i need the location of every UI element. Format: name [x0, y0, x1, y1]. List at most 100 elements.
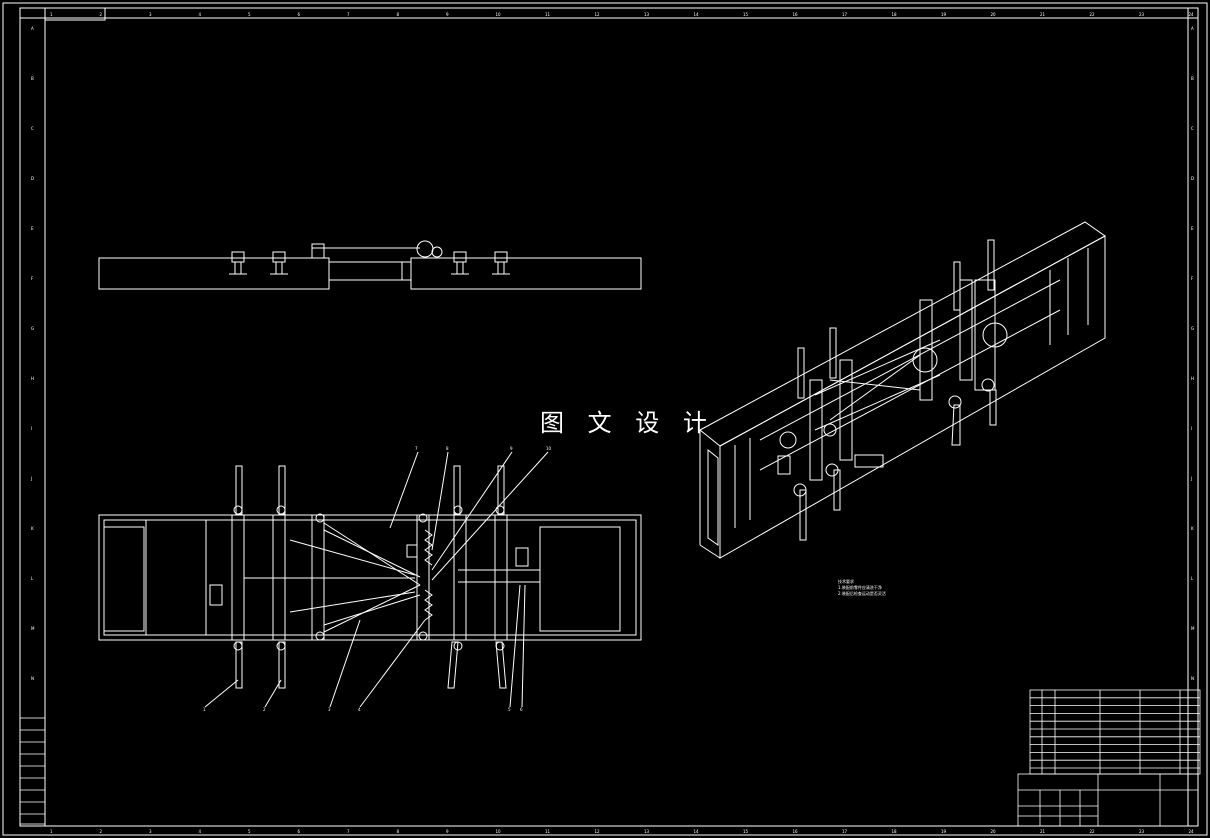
zone-label-left: K	[31, 526, 34, 531]
zone-label-top: 21	[1040, 12, 1046, 17]
zone-label-top: 5	[248, 12, 251, 17]
title-block	[1017, 773, 1199, 827]
zone-label-top: 3	[149, 12, 152, 17]
zone-label-right: I	[1191, 426, 1192, 431]
zone-label-bottom: 7	[347, 829, 350, 834]
part-balloon: 4	[358, 707, 361, 712]
zone-label-left: N	[31, 676, 34, 681]
zone-label-right: M	[1191, 626, 1195, 631]
technical-note-line: 2.装配后检查运动是否灵活	[838, 590, 886, 596]
zone-label-bottom: 18	[892, 829, 898, 834]
zone-label-top: 19	[941, 12, 947, 17]
technical-note-line: 技术要求	[838, 578, 854, 584]
zone-label-left: C	[31, 126, 34, 131]
zone-label-left: G	[31, 326, 34, 331]
zone-label-left: E	[31, 226, 34, 231]
part-balloon: 3	[328, 707, 331, 712]
zone-label-top: 4	[199, 12, 202, 17]
part-balloon: 2	[263, 707, 266, 712]
zone-label-left: M	[31, 626, 35, 631]
zone-label-right: H	[1191, 376, 1194, 381]
zone-label-right: E	[1191, 226, 1194, 231]
zone-label-bottom: 21	[1040, 829, 1046, 834]
zone-labels-top: 1122334455667788991010111112121313141415…	[50, 12, 1194, 834]
zone-label-top: 18	[892, 12, 898, 17]
part-balloon-labels: 1 2 3 4 5 6 7 8 9 10	[203, 446, 552, 712]
zone-label-right: L	[1191, 576, 1194, 581]
zone-label-right: D	[1191, 176, 1194, 181]
part-balloon: 6	[520, 707, 523, 712]
zone-label-top: 10	[496, 12, 502, 17]
zone-label-right: A	[1191, 26, 1194, 31]
part-balloon: 8	[446, 446, 449, 451]
part-balloon: 1	[203, 707, 206, 712]
zone-label-top: 12	[595, 12, 601, 17]
zone-label-left: I	[31, 426, 32, 431]
zone-label-bottom: 6	[298, 829, 301, 834]
part-balloon: 9	[510, 446, 513, 451]
zone-label-bottom: 4	[199, 829, 202, 834]
zone-label-bottom: 16	[793, 829, 799, 834]
zone-label-bottom: 19	[941, 829, 947, 834]
zone-label-bottom: 13	[644, 829, 650, 834]
zone-label-bottom: 23	[1139, 829, 1145, 834]
zone-label-bottom: 5	[248, 829, 251, 834]
part-balloon: 10	[546, 446, 552, 451]
isometric-view	[699, 221, 1106, 559]
zone-label-bottom: 17	[842, 829, 848, 834]
part-balloon: 5	[508, 707, 511, 712]
front-elevation-view	[98, 240, 642, 290]
zone-label-top: 14	[694, 12, 700, 17]
zone-label-left: D	[31, 176, 34, 181]
zone-label-right: K	[1191, 526, 1194, 531]
zone-labels-left: A A B B C C D D E E F F G G H H I I J J K K L L M M N N	[30, 26, 1195, 681]
zone-label-bottom: 15	[743, 829, 749, 834]
zone-label-left: B	[31, 76, 34, 81]
zone-label-top: 20	[991, 12, 997, 17]
zone-label-bottom: 10	[496, 829, 502, 834]
parts-list-table	[1029, 689, 1201, 775]
zone-label-right: J	[1190, 476, 1192, 481]
zone-label-top: 8	[397, 12, 400, 17]
zone-label-top: 2	[100, 12, 103, 17]
watermark-text: 图 文 设 计	[540, 409, 715, 437]
zone-label-top: 13	[644, 12, 650, 17]
zone-label-top: 22	[1090, 12, 1096, 17]
zone-label-right: B	[1191, 76, 1194, 81]
zone-label-top: 6	[298, 12, 301, 17]
zone-label-top: 7	[347, 12, 350, 17]
zone-label-left: L	[31, 576, 34, 581]
zone-label-bottom: 1	[50, 829, 53, 834]
zone-label-bottom: 22	[1090, 829, 1096, 834]
zone-label-left: A	[31, 26, 34, 31]
zone-label-bottom: 24	[1189, 829, 1195, 834]
zone-label-top: 9	[446, 12, 449, 17]
zone-label-bottom: 9	[446, 829, 449, 834]
plan-view	[98, 451, 642, 708]
zone-label-bottom: 20	[991, 829, 997, 834]
zone-label-left: J	[30, 476, 32, 481]
zone-label-right: G	[1191, 326, 1194, 331]
zone-label-top: 11	[545, 12, 551, 17]
zone-label-top: 16	[793, 12, 799, 17]
zone-label-left: F	[31, 276, 34, 281]
zone-label-top: 23	[1139, 12, 1145, 17]
zone-label-bottom: 11	[545, 829, 551, 834]
zone-label-bottom: 14	[694, 829, 700, 834]
zone-label-bottom: 2	[100, 829, 103, 834]
zone-label-right: C	[1191, 126, 1194, 131]
zone-label-top: 24	[1189, 12, 1195, 17]
zone-label-right: F	[1191, 276, 1194, 281]
zone-label-right: N	[1191, 676, 1194, 681]
zone-label-bottom: 3	[149, 829, 152, 834]
zone-label-bottom: 8	[397, 829, 400, 834]
zone-label-top: 17	[842, 12, 848, 17]
zone-label-left: H	[31, 376, 34, 381]
part-balloon: 7	[415, 446, 418, 451]
revision-stamp-left	[19, 717, 46, 825]
zone-label-top: 1	[50, 12, 53, 17]
technical-note-line: 1.装配前零件应清洗干净	[838, 584, 882, 590]
